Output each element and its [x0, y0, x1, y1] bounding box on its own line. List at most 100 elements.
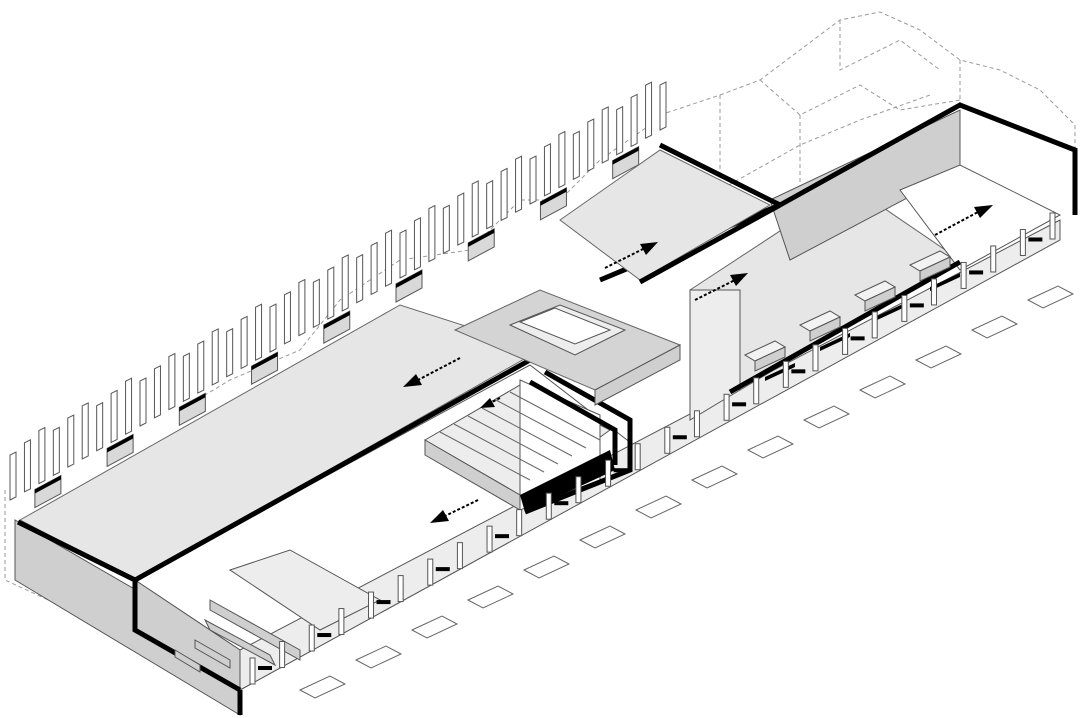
facade-fin	[168, 352, 176, 411]
facade-post	[456, 542, 463, 570]
ground-pad	[858, 375, 907, 399]
facade-post	[664, 426, 671, 454]
stair-step	[495, 399, 587, 449]
ground-pad	[746, 435, 795, 459]
facade-post	[693, 410, 700, 438]
facade-box	[34, 474, 62, 509]
ground-pad	[1026, 285, 1075, 309]
ground-pad	[690, 465, 739, 489]
stair-step	[439, 431, 531, 481]
facade-fin	[255, 303, 263, 362]
facade-fin	[442, 204, 450, 255]
facade-post	[634, 443, 641, 471]
front-facade-posts	[249, 212, 1056, 685]
ground-pad	[914, 345, 963, 369]
ground-pad	[802, 405, 851, 429]
facade-fin	[356, 253, 364, 304]
facade-fin	[283, 290, 291, 345]
facade-post	[812, 344, 819, 372]
facade-box-cap	[251, 352, 278, 371]
facade-fin	[399, 229, 407, 279]
facade-fin	[428, 204, 436, 263]
context-building-outline	[659, 11, 1076, 215]
facade-box	[106, 433, 134, 468]
facade-box-cap	[396, 270, 422, 288]
facade-fin	[139, 377, 147, 427]
facade-post	[901, 294, 908, 322]
bench-side	[754, 346, 786, 372]
ground-pad	[466, 585, 515, 609]
facade-fin	[67, 414, 75, 468]
facade-fin	[110, 389, 118, 444]
facade-post	[723, 393, 730, 421]
facade-box	[178, 392, 206, 427]
upper-middle-floor	[559, 149, 782, 285]
arrow-right-up-icon	[694, 273, 748, 301]
facade-post	[871, 311, 878, 339]
facade-post-cap	[1028, 237, 1043, 242]
arrow-right-up-icon	[934, 205, 993, 236]
facade-fin	[226, 327, 234, 378]
facade-fin	[370, 241, 378, 296]
facade-box	[251, 351, 279, 386]
facade-post-cap	[495, 534, 510, 539]
facade-post-cap	[791, 369, 806, 374]
facade-fin	[38, 426, 46, 485]
facade-box-cap	[107, 434, 134, 453]
facade-post	[960, 261, 967, 289]
arrow-right-up-icon	[604, 242, 658, 269]
facade-fin	[9, 451, 17, 501]
facade-fin	[500, 167, 508, 222]
facade-fin	[153, 364, 161, 419]
facade-fin	[211, 328, 219, 386]
facade-fin	[197, 340, 205, 394]
arrow-left-down-icon	[430, 499, 479, 523]
facade-post	[338, 608, 345, 636]
facade-post	[842, 327, 849, 355]
facade-post-cap	[909, 303, 924, 308]
bench-side	[864, 286, 896, 312]
stair-step	[467, 415, 559, 465]
facade-post-cap	[435, 567, 450, 572]
facade-box-cap	[179, 393, 206, 412]
facade-box-cap	[468, 228, 495, 247]
facade-fin	[659, 81, 667, 131]
facade-post-cap	[969, 270, 984, 275]
facade-fin	[630, 93, 638, 148]
arrow-left-down-icon	[403, 357, 461, 387]
facade-box	[323, 310, 351, 344]
facade-box-cap	[34, 475, 61, 494]
facade-fin	[240, 315, 248, 370]
stair-step	[481, 407, 573, 457]
facade-fin	[587, 118, 595, 172]
facade-fin	[457, 192, 465, 246]
stair-step	[453, 423, 545, 473]
bridge-lightwell	[453, 289, 682, 406]
facade-post-cap	[258, 666, 272, 670]
facade-post-cap	[672, 435, 687, 440]
facade-fins	[9, 81, 667, 509]
right-upper-hall	[599, 102, 1078, 421]
facade-post-cap	[376, 600, 391, 605]
bench-side	[919, 256, 951, 282]
facade-fin	[616, 105, 624, 156]
arrow-left-down-icon	[480, 397, 501, 408]
facade-post	[1019, 228, 1026, 256]
facade-post	[930, 278, 937, 306]
facade-post	[753, 377, 760, 405]
facade-fin	[341, 254, 349, 312]
ground-pad	[354, 645, 403, 669]
facade-post	[990, 245, 997, 273]
facade-fin	[298, 278, 306, 337]
facade-fin	[312, 278, 320, 329]
facade-post	[279, 641, 286, 669]
facade-fin	[515, 155, 523, 214]
facade-fin	[385, 229, 393, 288]
facade-post	[545, 492, 552, 520]
facade-fin	[96, 401, 104, 452]
facade-fin	[81, 402, 89, 460]
facade-box	[539, 186, 567, 221]
ground-pad	[634, 495, 683, 519]
